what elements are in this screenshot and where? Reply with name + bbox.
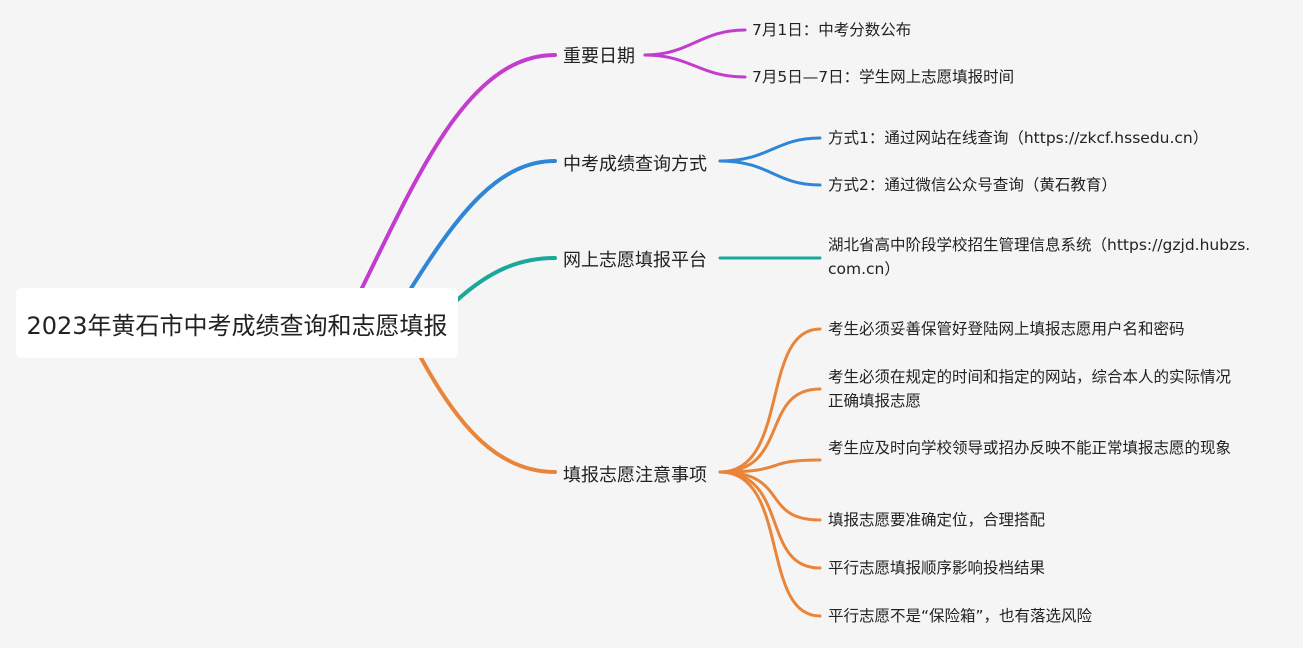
branch-online-platform[interactable]: 网上志愿填报平台 — [561, 246, 709, 272]
connector-notes-leaf-2 — [718, 387, 822, 474]
leaf-note-specified-time-site[interactable]: 考生必须在规定的时间和指定的网站，综合本人的实际情况正确填报志愿 — [828, 368, 1232, 410]
root-title: 2023年黄石市中考成绩查询和志愿填报 — [26, 311, 448, 340]
branch-score-query-methods[interactable]: 中考成绩查询方式 — [561, 150, 709, 176]
connector-notes-leaf-3 — [718, 458, 822, 474]
connector-notes-leaf-6 — [718, 470, 822, 618]
connector-root-to-dates — [360, 53, 557, 290]
connector-query-leaf-1 — [718, 136, 822, 163]
connector-root-to-query — [408, 159, 557, 292]
leaf-query-wechat[interactable]: 方式2：通过微信公众号查询（黄石教育） — [828, 176, 1117, 194]
connector-notes-leaf-4 — [718, 470, 822, 522]
branch-important-dates[interactable]: 重要日期 — [561, 42, 637, 68]
connector-notes-leaf-5 — [718, 470, 822, 570]
leaf-date-online-filling[interactable]: 7月5日—7日：学生网上志愿填报时间 — [752, 68, 1015, 86]
leaf-note-order-affects-result[interactable]: 平行志愿填报顺序影响投档结果 — [828, 559, 1046, 577]
connector-root-to-notes — [418, 354, 557, 474]
leaf-note-report-problems[interactable]: 考生应及时向学校领导或招办反映不能正常填报志愿的现象 — [828, 439, 1232, 457]
leaf-note-keep-password[interactable]: 考生必须妥善保管好登陆网上填报志愿用户名和密码 — [828, 320, 1185, 338]
leaf-note-accurate-positioning[interactable]: 填报志愿要准确定位，合理搭配 — [828, 511, 1046, 529]
connector-dates-leaf-2 — [643, 53, 747, 79]
leaf-platform-system[interactable]: 湖北省高中阶段学校招生管理信息系统（https://gzjd.hubzs.com… — [828, 236, 1251, 278]
connector-notes-leaf-1 — [718, 327, 822, 474]
connector-dates-leaf-1 — [643, 28, 747, 57]
leaf-note-not-safe-box[interactable]: 平行志愿不是“保险箱”，也有落选风险 — [828, 607, 1093, 625]
connector-query-leaf-2 — [718, 159, 822, 187]
connector-root-to-platform — [453, 256, 557, 304]
leaf-date-score-release[interactable]: 7月1日：中考分数公布 — [752, 21, 912, 39]
leaf-query-website[interactable]: 方式1：通过网站在线查询（https://zkcf.hssedu.cn） — [828, 129, 1209, 147]
root-node[interactable]: 2023年黄石市中考成绩查询和志愿填报 — [16, 288, 458, 358]
branch-filling-notes[interactable]: 填报志愿注意事项 — [561, 461, 709, 487]
